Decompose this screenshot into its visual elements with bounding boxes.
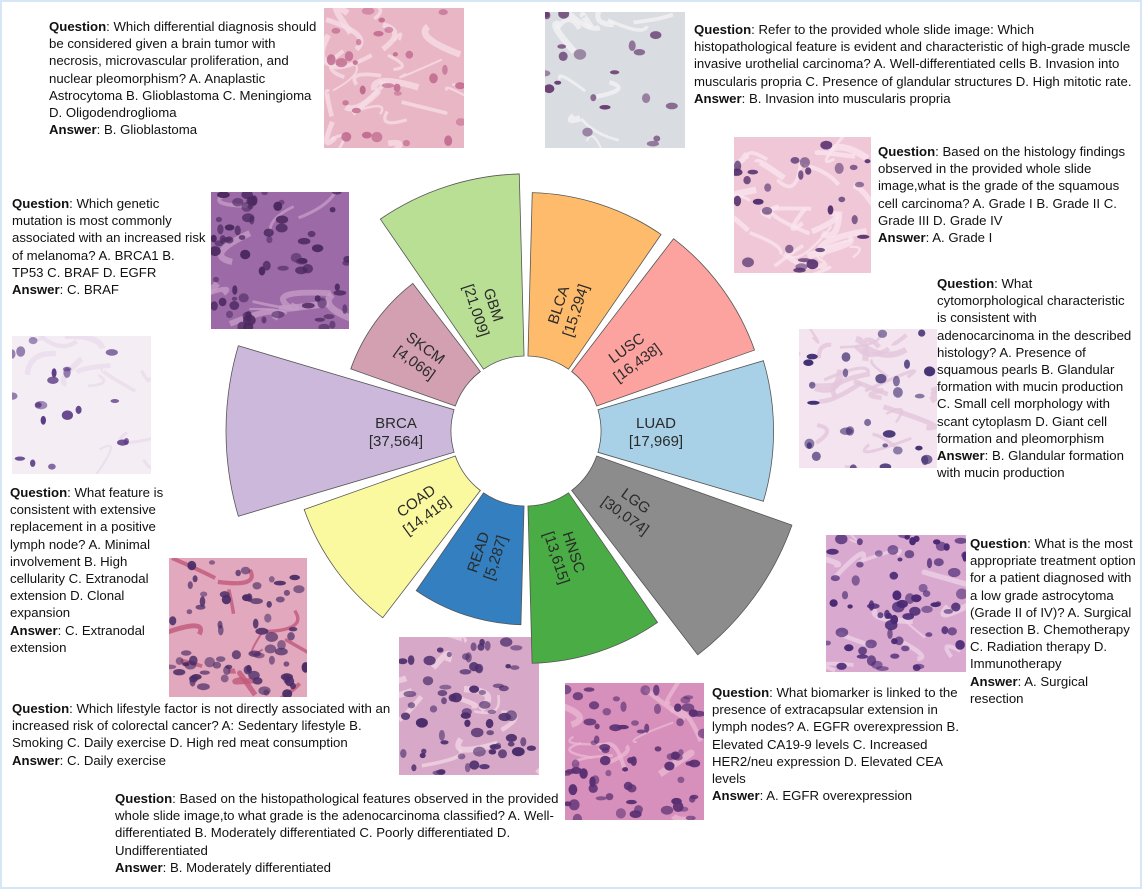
question-text: : Refer to the provided whole slide imag… bbox=[694, 22, 1132, 89]
answer-text: : B. Glandular formation with mucin prod… bbox=[937, 448, 1124, 481]
segment-lgg bbox=[571, 455, 793, 656]
histology-texture bbox=[565, 683, 704, 820]
answer-text: : C. Extranodal extension bbox=[10, 622, 145, 655]
segment-count: [17,969] bbox=[629, 433, 683, 450]
answer-text: : C. BRAF bbox=[59, 282, 119, 298]
answer-label: Answer bbox=[712, 788, 760, 804]
histology-texture bbox=[399, 637, 539, 775]
segment-coad bbox=[303, 455, 481, 619]
patch-lusc-image bbox=[734, 137, 871, 273]
answer-label: Answer bbox=[12, 282, 60, 298]
segment-gbm bbox=[379, 173, 525, 370]
answer-label: Answer bbox=[10, 622, 58, 638]
qa-blca: Question: Refer to the provided whole sl… bbox=[694, 21, 1134, 107]
answer-label: Answer bbox=[12, 752, 60, 768]
patch-gbm-image bbox=[324, 8, 464, 148]
patch-skcm-image bbox=[211, 192, 349, 329]
patch-brca-image bbox=[12, 336, 151, 474]
question-label: Question bbox=[970, 536, 1028, 551]
histology-texture bbox=[734, 137, 871, 273]
qa-lgg: Question: What is the most appropriate t… bbox=[970, 535, 1136, 707]
segment-count: [37,564] bbox=[369, 433, 423, 450]
question-label: Question bbox=[10, 485, 68, 500]
histology-texture bbox=[12, 336, 151, 474]
segment-blca bbox=[527, 192, 662, 370]
histology-texture bbox=[211, 192, 349, 329]
answer-text: : B. Glioblastoma bbox=[96, 122, 198, 138]
question-label: Question bbox=[12, 701, 70, 716]
qa-gbm: Question: Which differential diagnosis s… bbox=[49, 18, 321, 138]
histology-texture bbox=[324, 8, 464, 148]
question-label: Question bbox=[694, 22, 752, 37]
question-label: Question bbox=[115, 791, 173, 806]
question-text: : What feature is consistent with extens… bbox=[10, 485, 164, 621]
patch-read-image bbox=[399, 637, 539, 775]
qa-brca: Question: What feature is consistent wit… bbox=[10, 484, 180, 656]
patch-coad-image bbox=[169, 558, 307, 697]
answer-text: : C. Daily exercise bbox=[59, 752, 166, 768]
patch-lgg-image bbox=[826, 535, 966, 672]
patch-hnsc-image bbox=[565, 683, 704, 820]
answer-label: Answer bbox=[115, 859, 163, 875]
segment-skcm bbox=[350, 282, 481, 407]
qa-coad: Question: Which lifestyle factor is not … bbox=[12, 700, 396, 769]
segment-label-brca: BRCA[37,564] bbox=[369, 415, 423, 450]
question-label: Question bbox=[878, 144, 936, 159]
answer-text: : A. Surgical resection bbox=[970, 673, 1089, 706]
qa-read: Question: Based on the histopathological… bbox=[115, 790, 575, 876]
question-text: : Which differential diagnosis should be… bbox=[49, 19, 317, 121]
answer-text: : A. EGFR overexpression bbox=[759, 788, 913, 804]
histology-texture bbox=[826, 535, 966, 672]
qa-luad: Question: What cytomorphological charact… bbox=[937, 275, 1137, 481]
question-text: : Which lifestyle factor is not directly… bbox=[12, 701, 391, 751]
answer-label: Answer bbox=[694, 90, 742, 106]
answer-label: Answer bbox=[878, 230, 926, 246]
segment-read bbox=[415, 492, 525, 626]
segment-label-luad: LUAD[17,969] bbox=[629, 415, 683, 450]
segment-lusc bbox=[571, 238, 756, 407]
segment-name: LUAD bbox=[636, 415, 676, 432]
qa-lusc: Question: Based on the histology finding… bbox=[878, 143, 1134, 246]
segment-layer bbox=[225, 173, 793, 664]
answer-text: : B. Invasion into muscularis propria bbox=[741, 90, 951, 106]
answer-label: Answer bbox=[49, 122, 97, 138]
patch-luad-image bbox=[799, 329, 937, 468]
question-text: : What biomarker is linked to the presen… bbox=[712, 685, 960, 787]
question-text: : What cytomorphological characteristic … bbox=[937, 276, 1132, 446]
answer-text: : B. Moderately differentiated bbox=[162, 859, 331, 875]
question-label: Question bbox=[49, 19, 107, 34]
question-label: Question bbox=[712, 685, 770, 700]
segment-hnsc bbox=[527, 492, 659, 664]
question-text: : What is the most appropriate treatment… bbox=[970, 536, 1136, 672]
qa-hnsc: Question: What biomarker is linked to th… bbox=[712, 684, 964, 804]
histology-texture bbox=[545, 12, 685, 148]
patch-blca-image bbox=[545, 12, 685, 148]
segment-label-gbm: GBM[21,009] bbox=[459, 282, 506, 339]
qa-skcm: Question: Which genetic mutation is most… bbox=[12, 195, 208, 298]
segment-name: BRCA bbox=[375, 415, 417, 432]
histology-texture bbox=[169, 558, 307, 697]
histology-texture bbox=[799, 329, 937, 468]
question-text: : Based on the histology findings observ… bbox=[878, 144, 1126, 228]
question-label: Question bbox=[12, 196, 70, 211]
answer-label: Answer bbox=[970, 673, 1018, 689]
answer-text: : A. Grade I bbox=[925, 230, 993, 246]
segment-luad bbox=[597, 360, 774, 502]
question-label: Question bbox=[937, 276, 995, 291]
question-text: : Based on the histopathological feature… bbox=[115, 791, 559, 858]
segment-brca bbox=[225, 345, 455, 517]
question-text: : Which genetic mutation is most commonl… bbox=[12, 196, 206, 280]
answer-label: Answer bbox=[937, 448, 985, 464]
